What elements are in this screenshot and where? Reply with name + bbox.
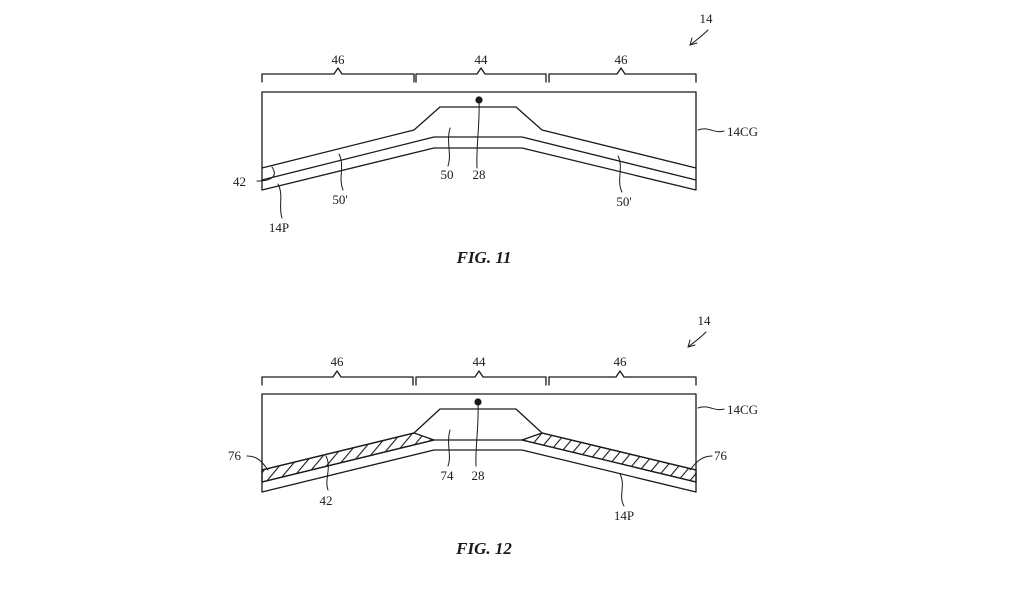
fig12-label-layer: 42: [320, 493, 333, 508]
fig12-label-filler-left: 76: [228, 448, 242, 463]
figure-11: 14 46 44 46 28 50 14CG 42 14P: [233, 11, 758, 267]
fig12-arrow-icon: [687, 339, 696, 348]
fig11-caption: FIG. 11: [456, 248, 512, 267]
fig11-bump-surface: [261, 106, 697, 169]
fig11-panel-leader: [277, 183, 283, 219]
fig12-cover-glass: [261, 393, 697, 493]
fig11-label-cover-glass: 14CG: [727, 124, 758, 139]
fig12-panel-top: [261, 439, 697, 483]
fig11-device-leader: [689, 29, 709, 46]
figure-12: 14 46 44 46 28 74 14CG 76: [228, 313, 758, 558]
fig11-braces: [261, 67, 697, 83]
fig12-label-cover-glass: 14CG: [727, 402, 758, 417]
fig11-label-left-region: 46: [332, 52, 346, 67]
fig11-label-point: 28: [473, 167, 486, 182]
fig12-device-leader: [687, 331, 707, 348]
fig11-label-right-region: 46: [615, 52, 629, 67]
fig11-layer-leader: [256, 166, 275, 182]
fig12-label-panel: 14P: [614, 508, 634, 523]
fig12-filler-left-leader: [246, 455, 269, 471]
fig11-point-leader: [476, 99, 480, 169]
fig12-label-point: 28: [472, 468, 485, 483]
fig11-slope-right-leader: [617, 155, 623, 193]
fig11-label-bump: 50: [441, 167, 454, 182]
fig11-label-center-region: 44: [475, 52, 489, 67]
fig12-filler-right: [521, 432, 697, 483]
fig12-label-right-region: 46: [614, 354, 628, 369]
fig12-bump-leader: [447, 429, 451, 467]
fig11-label-panel: 14P: [269, 220, 289, 235]
fig12-panel-leader: [619, 473, 625, 507]
fig11-arrow-icon: [689, 37, 698, 46]
fig12-label-center-region: 44: [473, 354, 487, 369]
fig12-filler-right-leader: [689, 455, 713, 471]
fig12-cover-leader: [697, 406, 725, 411]
fig12-caption: FIG. 12: [455, 539, 512, 558]
fig12-point-leader: [475, 401, 479, 467]
fig12-braces: [261, 370, 697, 386]
fig11-cover-leader: [697, 128, 725, 133]
fig12-filler-left: [261, 432, 435, 483]
fig12-layer-leader: [325, 455, 329, 491]
fig11-label-slope-right: 50': [616, 194, 631, 209]
fig11-label-device: 14: [700, 11, 714, 26]
fig11-slope-left-leader: [338, 153, 344, 191]
fig12-label-bump: 74: [441, 468, 455, 483]
fig12-label-device: 14: [698, 313, 712, 328]
fig12-label-left-region: 46: [331, 354, 345, 369]
fig11-label-layer: 42: [233, 174, 246, 189]
fig11-bump-leader: [447, 127, 451, 167]
fig12-label-filler-right: 76: [714, 448, 728, 463]
fig11-label-slope-left: 50': [332, 192, 347, 207]
fig11-cover-glass: [261, 91, 697, 191]
